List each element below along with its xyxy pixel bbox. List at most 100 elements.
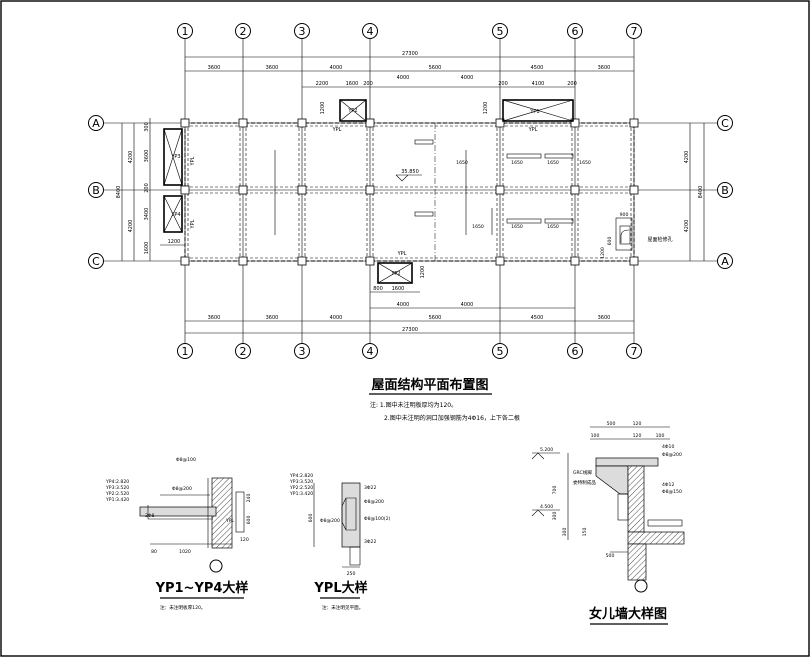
dim-text: 5600 xyxy=(429,315,442,321)
dim-text: 27300 xyxy=(402,327,418,333)
level-text: YP4:2.820 xyxy=(105,479,129,485)
dim-text: 3600 xyxy=(266,315,279,321)
beam-label: YPL xyxy=(528,127,538,133)
canopy-label: YP3 xyxy=(170,154,180,160)
dim-text: 100 xyxy=(591,433,600,439)
axis-bubbles-bottom: 1 2 3 4 5 6 7 xyxy=(177,343,642,359)
axis-label: 6 xyxy=(572,25,579,38)
level-text: YP3:3.520 xyxy=(289,479,313,485)
detail-note: 注：未注明板厚120。 xyxy=(160,604,206,611)
axis-label: 2 xyxy=(240,25,247,38)
elevation-text: 35.850 xyxy=(401,169,419,175)
dim-text: 3400 xyxy=(144,208,150,221)
axis-bubbles-top: 1 2 3 4 5 6 7 xyxy=(177,23,642,39)
canopy-label: YP2 xyxy=(347,108,357,114)
detail-parapet: 500 100 120 120 100 5.200 4.500 GRC线脚 委特… xyxy=(531,421,685,625)
slab-mark: 1650 xyxy=(547,160,559,166)
axis-label: 4 xyxy=(367,25,374,38)
dim-text: 1200 xyxy=(600,247,606,259)
roof-hatch: 屋面检修孔 900 600 1200 xyxy=(600,212,673,259)
dim-text: 4100 xyxy=(532,81,545,87)
dim-text: 3600 xyxy=(598,65,611,71)
dim-text: 200 xyxy=(498,81,508,87)
dim-text: 600 xyxy=(607,237,613,246)
dim-text: 500 xyxy=(606,553,615,559)
canopy-yp2-top: YP2 YPL 1200 xyxy=(320,99,367,133)
axis-label: 3 xyxy=(299,25,306,38)
canopy-label: YP2 xyxy=(390,271,400,277)
detail-title: YP1~YP4大样 xyxy=(155,580,249,596)
dim-text: 4200 xyxy=(128,220,134,233)
dim-text: 3600 xyxy=(598,315,611,321)
detail-note: 注：未注明见平面。 xyxy=(322,604,363,611)
slab-mark: 1650 xyxy=(456,160,468,166)
dim-text: 240 xyxy=(246,494,252,503)
canopy-label: YP1 xyxy=(529,109,539,115)
roof-plan: 1 2 3 4 5 6 7 1 2 3 4 5 6 7 A B C C B A xyxy=(88,23,733,422)
level-text: YP3:3.520 xyxy=(105,485,129,491)
dim-text: 1200 xyxy=(483,102,489,115)
rebar-label: Φ8@200 xyxy=(172,486,192,492)
dim-text: 120 xyxy=(633,433,642,439)
bottom-dimensions: 4000 4000 800 1600 3600 3600 4000 5600 4… xyxy=(185,286,634,334)
dim-text: 800 xyxy=(373,286,383,292)
axis-label: 7 xyxy=(631,25,638,38)
axis-label: B xyxy=(721,184,729,197)
dim-text: 4500 xyxy=(531,65,544,71)
dim-text: 200 xyxy=(363,81,373,87)
dim-text: 1200 xyxy=(168,239,181,245)
rebar-label: Φ8@100 xyxy=(176,457,196,463)
dim-text: 120 xyxy=(240,537,249,543)
dim-text: 4200 xyxy=(684,220,690,233)
dim-text: 27300 xyxy=(402,51,418,57)
dim-text: 200 xyxy=(144,183,150,193)
dim-text: 250 xyxy=(347,571,356,577)
axis-label: 5 xyxy=(497,25,504,38)
beam-label: YPL xyxy=(190,156,196,166)
dim-text: 4500 xyxy=(531,315,544,321)
dim-text: 500 xyxy=(607,421,616,427)
dim-text: 4000 xyxy=(397,302,410,308)
canopy-yp3-yp4: YP3 YP4 YPL YPL xyxy=(163,128,196,233)
axis-label: C xyxy=(721,117,729,130)
beam-label: YPL xyxy=(332,127,342,133)
dim-text: 200 xyxy=(567,81,577,87)
rebar-label: 4Φ10 xyxy=(662,444,674,450)
detail-ypl-beam: YP4:2.820 YP3:3.520 YP2:2.520 YP1:3.420 … xyxy=(289,473,391,611)
rebar-label: 3Φ22 xyxy=(364,485,376,491)
dim-text: 1600 xyxy=(392,286,405,292)
axis-label: 1 xyxy=(182,345,189,358)
dim-text: 3600 xyxy=(266,65,279,71)
rebar-label: 3Φ22 xyxy=(364,539,376,545)
beam-label: YPL xyxy=(225,518,235,524)
level-text: 4.500 xyxy=(540,504,553,510)
dim-text: 4200 xyxy=(684,151,690,164)
slab-mark: 1650 xyxy=(579,160,591,166)
dim-text: 150 xyxy=(582,528,588,537)
rebar-label: Φ8@200 xyxy=(364,499,384,505)
axis-label: A xyxy=(721,255,729,268)
dim-text: 4000 xyxy=(397,75,410,81)
material-label: GRC线脚 xyxy=(573,469,592,476)
plan-note: 注: 1.图中未注明板厚均为120。 xyxy=(370,401,457,409)
slab-mark: 1650 xyxy=(547,224,559,230)
left-dimensions: 8400 4200 4200 300 3600 200 3400 1600 12… xyxy=(116,118,185,261)
columns xyxy=(180,118,639,266)
slab-rebar-marks: 1650 1650 1650 1650 1650 1650 1650 xyxy=(274,139,591,235)
dim-text: 4200 xyxy=(128,151,134,164)
detail-yp-canopy: YP4:2.820 YP3:3.520 YP2:2.520 YP1:3.420 … xyxy=(105,457,252,611)
rebar-label: Φ8@200 xyxy=(662,452,682,458)
beam-label: YPL xyxy=(190,219,196,229)
dim-text: 300 xyxy=(562,528,568,537)
dim-text: 600 xyxy=(246,516,252,525)
canopy-yp2-bottom: YP2 YPL 1200 xyxy=(377,251,426,284)
level-text: YP1:3.420 xyxy=(289,491,313,497)
dim-text: 5600 xyxy=(429,65,442,71)
dim-text: 8400 xyxy=(698,186,704,199)
rebar-label: Φ8@100(2) xyxy=(364,516,391,522)
rebar-label: Φ8@200 xyxy=(320,518,340,524)
dim-text: 80 xyxy=(151,549,157,555)
level-text: YP2:2.520 xyxy=(105,491,129,497)
